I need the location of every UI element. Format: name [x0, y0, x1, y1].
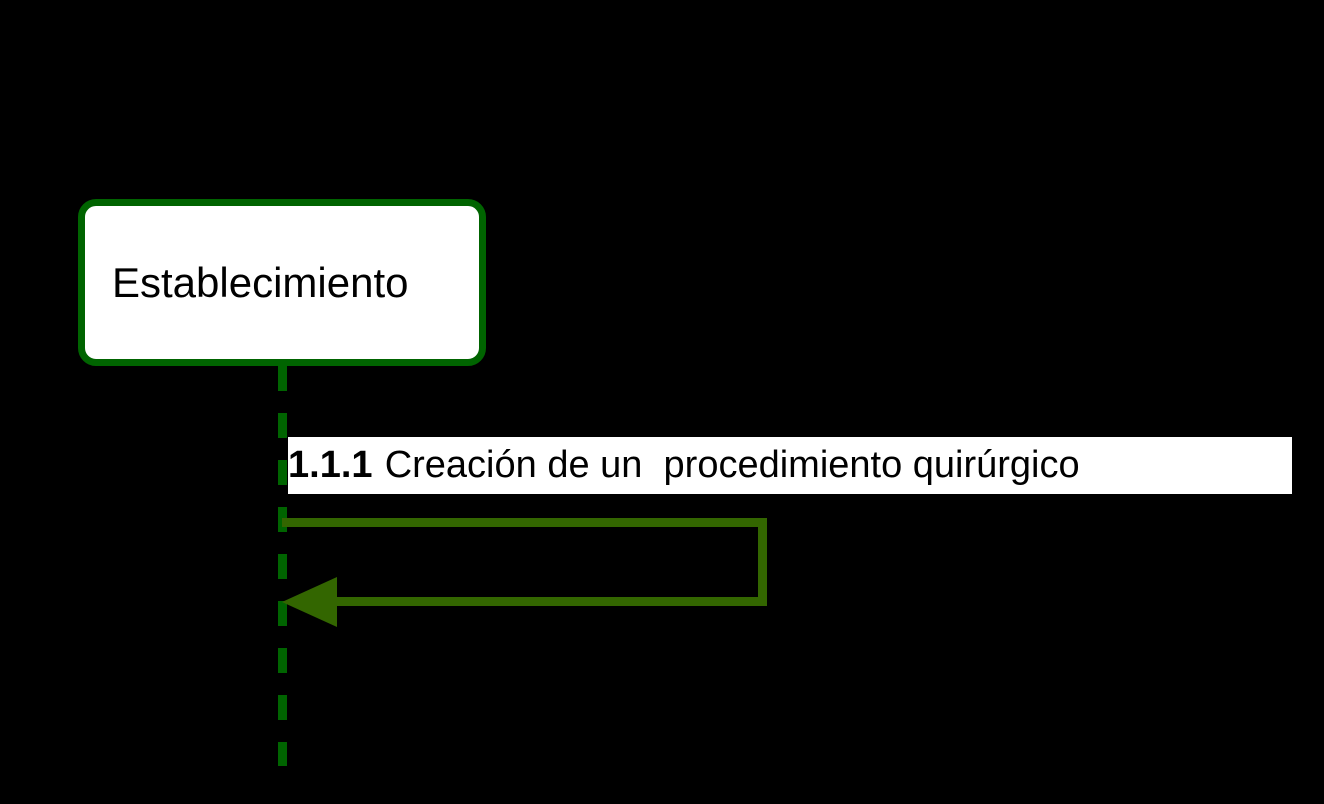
- message-text: Creación de un procedimiento quirúrgico: [384, 444, 1080, 486]
- self-call-bottom-segment: [330, 597, 767, 606]
- self-call-right-segment: [758, 518, 767, 606]
- participant-label: Establecimiento: [112, 258, 409, 306]
- participant-box-establecimiento[interactable]: Establecimiento: [78, 199, 486, 366]
- message-sequence-number: 1.1.1: [288, 444, 373, 486]
- message-arrowhead-icon: [282, 577, 337, 627]
- lifeline-establecimiento: [278, 366, 287, 766]
- self-call-top-segment: [282, 518, 767, 527]
- message-label-1-1-1: 1.1.1 Creación de un procedimiento quirúr…: [288, 437, 1292, 494]
